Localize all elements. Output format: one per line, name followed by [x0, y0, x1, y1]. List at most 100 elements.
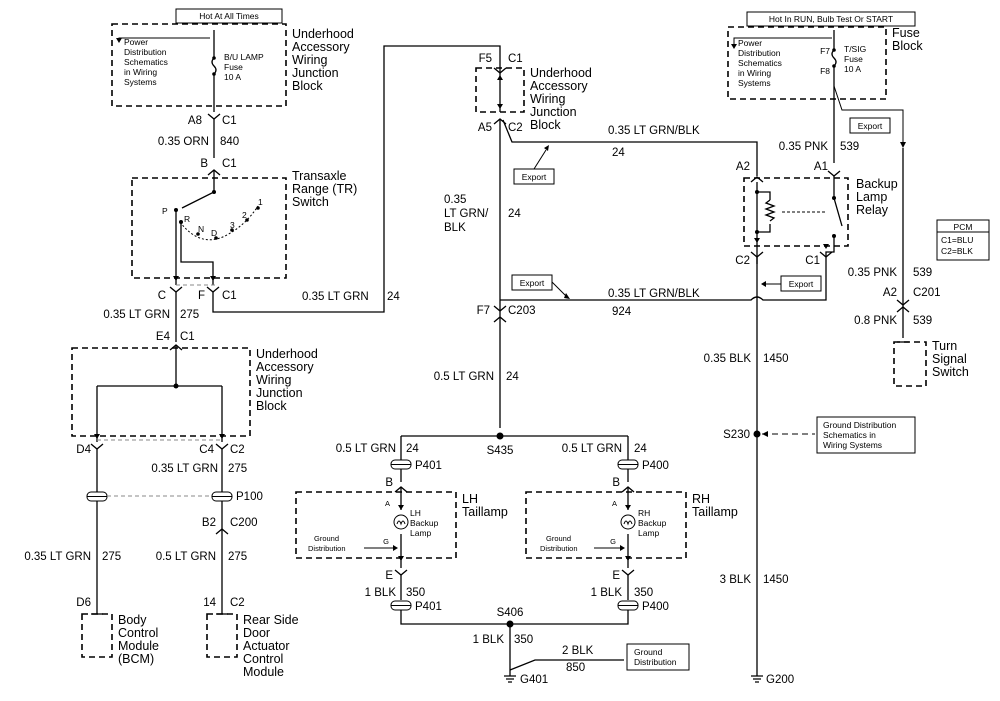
svg-text:Underhood: Underhood	[256, 347, 318, 361]
conn-a2: A2	[736, 161, 750, 173]
wire-24-top	[502, 119, 758, 176]
wire-1450a-label: 0.35 BLK	[704, 353, 752, 365]
svg-text:Wiring Systems: Wiring Systems	[823, 440, 882, 450]
conn-p100: P100	[236, 491, 263, 503]
fuse-block-name: Fuse Block	[892, 26, 923, 53]
ground-dist-box-label: Ground Distribution	[634, 647, 677, 667]
svg-text:Systems: Systems	[738, 78, 771, 88]
tr-switch-box	[131, 177, 287, 279]
svg-text:Lamp: Lamp	[856, 190, 887, 204]
svg-text:Module: Module	[118, 639, 159, 653]
wire-275b-label: 0.35 LT GRN	[151, 463, 218, 475]
svg-text:Ground: Ground	[546, 534, 571, 543]
svg-text:Lamp: Lamp	[638, 528, 660, 538]
conn-c4: C4	[199, 444, 214, 456]
svg-text:Ground: Ground	[634, 647, 663, 657]
svg-text:Fuse: Fuse	[844, 54, 863, 64]
svg-text:Control: Control	[243, 652, 283, 666]
svg-text:Schematics: Schematics	[738, 58, 782, 68]
conn-b2: B2	[202, 517, 216, 529]
svg-text:Switch: Switch	[292, 195, 329, 209]
svg-text:Backup: Backup	[856, 177, 898, 191]
conn-b-rh: B	[612, 477, 620, 489]
rh-pin-g: G	[610, 537, 616, 546]
svg-text:Schematics in: Schematics in	[823, 430, 876, 440]
svg-text:Backup: Backup	[410, 518, 439, 528]
conn-d6: D6	[76, 597, 91, 609]
svg-text:Power: Power	[738, 38, 762, 48]
wire-924-label: 0.35 LT GRN/BLK	[608, 288, 700, 300]
svg-text:Junction: Junction	[256, 386, 303, 400]
svg-text:Junction: Junction	[292, 66, 339, 80]
rh-bulb-icon	[620, 514, 636, 530]
svg-text:LT GRN/: LT GRN/	[444, 208, 489, 220]
rh-taillamp-name: RH Taillamp	[692, 492, 738, 519]
svg-text:Schematics: Schematics	[124, 57, 168, 67]
svg-text:Body: Body	[118, 613, 147, 627]
ground-g200: G200	[766, 674, 794, 686]
turn-signal-switch-box	[893, 341, 927, 387]
svg-text:Accessory: Accessory	[292, 40, 350, 54]
svg-text:Signal: Signal	[932, 352, 967, 366]
wire-rh-label: 0.5 LT GRN	[562, 443, 622, 455]
svg-text:Underhood: Underhood	[530, 66, 592, 80]
svg-text:10 A: 10 A	[224, 72, 241, 82]
connector-c4-icon	[215, 443, 229, 450]
conn-e-rh: E	[612, 570, 620, 582]
conn-b: B	[200, 158, 208, 170]
circuit-24a: 24	[387, 291, 400, 303]
connector-f-icon	[206, 286, 220, 293]
conn-c2a: C2	[230, 444, 245, 456]
hot-in-run-label: Hot In RUN, Bulb Test Or START	[769, 14, 893, 24]
tr-switch-arm	[181, 170, 215, 209]
svg-text:Distribution: Distribution	[124, 47, 167, 57]
splice-s230: S230	[723, 429, 750, 441]
wire-539a-label: 0.35 PNK	[779, 141, 829, 153]
pcm-c2: C2=BLK	[941, 246, 973, 256]
export-arrow	[533, 149, 547, 170]
conn-e-lh: E	[385, 570, 393, 582]
bu-lamp-fuse-label: B/U LAMP Fuse 10 A	[224, 52, 264, 82]
svg-text:Taillamp: Taillamp	[692, 505, 738, 519]
wire-850	[509, 659, 624, 671]
conn-f8-fuse: F8	[820, 66, 830, 76]
svg-text:Wiring: Wiring	[256, 373, 291, 387]
lh-taillamp-name: LH Taillamp	[462, 492, 508, 519]
svg-text:Distribution: Distribution	[634, 657, 677, 667]
wire-840-label: 0.35 ORN	[158, 136, 209, 148]
lh-ground-dist: Ground Distribution	[308, 534, 346, 553]
fuse-block-ref: Power Distribution Schematics in Wiring …	[738, 38, 782, 88]
connector-d4-icon	[90, 443, 104, 450]
conn-c1-center: C1	[508, 53, 523, 65]
turn-signal-switch-name: Turn Signal Switch	[932, 339, 969, 379]
svg-text:Ground: Ground	[314, 534, 339, 543]
wire-350b-label: 1 BLK	[591, 587, 623, 599]
pcm-box	[936, 219, 990, 261]
circuit-275c: 275	[102, 551, 121, 563]
wire-24b-label: 0.5 LT GRN	[434, 371, 494, 383]
lh-taillamp-box	[295, 491, 457, 559]
wire-350a-label: 1 BLK	[365, 587, 397, 599]
wire-275c-label: 0.35 LT GRN	[24, 551, 91, 563]
wire-275d-label: 0.5 LT GRN	[156, 551, 216, 563]
svg-text:R: R	[184, 214, 190, 224]
conn-c1d: C1	[180, 331, 195, 343]
ref-arrow-icon	[116, 38, 122, 43]
svg-text:Systems: Systems	[124, 77, 157, 87]
rh-bulb-label: RH Backup Lamp	[638, 508, 667, 538]
circuit-924: 924	[612, 306, 632, 318]
svg-text:in Wiring: in Wiring	[738, 68, 771, 78]
svg-text:Door: Door	[243, 626, 270, 640]
svg-text:Block: Block	[292, 79, 323, 93]
svg-text:Taillamp: Taillamp	[462, 505, 508, 519]
svg-text:Power: Power	[124, 37, 148, 47]
tr-positions: P R N D 3 2 1	[162, 197, 263, 238]
conn-d4: D4	[76, 444, 91, 456]
export-label-924: Export	[520, 278, 545, 288]
svg-text:LH: LH	[410, 508, 421, 518]
rh-taillamp-box	[525, 491, 687, 559]
ground-ref-label: Ground Distribution Schematics in Wiring…	[823, 420, 897, 450]
splice-s435: S435	[487, 445, 514, 457]
conn-c: C	[158, 290, 166, 302]
conn-c2b: C2	[230, 597, 245, 609]
